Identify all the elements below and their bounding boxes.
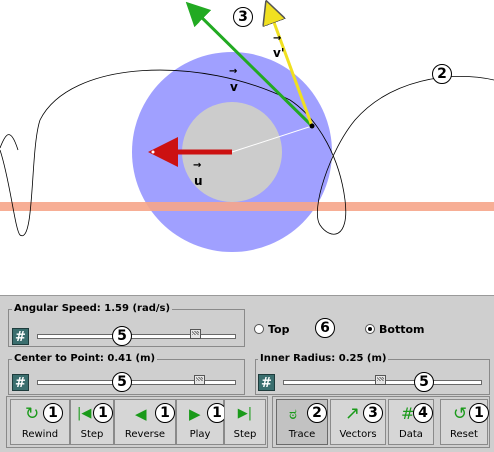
reverse-label: Reverse [124, 429, 166, 440]
v-prime-label: v' [273, 46, 285, 60]
inner-radius-slider-thumb[interactable] [375, 375, 386, 385]
badge-center-to-point: 5 [112, 372, 132, 392]
angular-speed-slider-track[interactable] [37, 334, 236, 339]
inner-radius-value-button[interactable]: # [258, 374, 275, 391]
data-label: Data [399, 429, 423, 440]
control-panel: Angular Speed: 1.59 (rad/s) # 5 Top 6 Bo… [0, 295, 494, 452]
badge-trace-annotation: 2 [432, 64, 452, 84]
vectors-toggle-button[interactable]: ↗ 3 Vectors [330, 399, 386, 445]
step-forward-icon: ▶| [237, 406, 253, 421]
trace-curve-left-loop [0, 134, 19, 151]
v-prime-label-arrow: → [273, 33, 282, 44]
u-label: u [194, 174, 203, 188]
badge-rewind: 1 [43, 403, 63, 423]
playback-group [6, 396, 268, 448]
rewind-button[interactable]: ↻ 1 Rewind [10, 399, 70, 445]
badge-inner-radius: 5 [414, 372, 434, 392]
badge-trace: 2 [307, 403, 327, 423]
vectors-label: Vectors [339, 429, 377, 440]
v-label: v [230, 80, 238, 94]
center-to-point-slider-track[interactable] [37, 380, 236, 385]
data-toggle-button[interactable]: # 4 Data [388, 399, 434, 445]
rewind-icon: ↻ [25, 404, 40, 424]
radio-top-indicator[interactable] [254, 324, 264, 334]
step-back-button[interactable]: |◀ 1 Step [70, 399, 114, 445]
trace-icon: ಠ [289, 405, 297, 423]
simulation-svg [0, 0, 494, 252]
velocity-v-arrow [185, 1, 314, 128]
step-back-label: Step [80, 429, 104, 440]
badge-vectors-annotation: 3 [233, 7, 253, 27]
play-icon: ▶ [189, 405, 201, 423]
badge-data: 4 [413, 403, 433, 423]
step-back-icon: |◀ [77, 406, 92, 421]
angular-speed-label: Angular Speed: 1.59 (rad/s) [12, 303, 173, 315]
inner-radius-label: Inner Radius: 0.25 (m) [258, 353, 389, 365]
trace-curve [0, 69, 494, 236]
badge-vectors: 3 [363, 403, 383, 423]
radio-top-label: Top [268, 323, 290, 336]
step-forward-label: Step [233, 429, 257, 440]
reset-icon: ↺ [453, 404, 468, 424]
radio-bottom-label: Bottom [379, 323, 425, 336]
radio-bottom-indicator[interactable] [365, 324, 375, 334]
badge-reset: 1 [469, 403, 489, 423]
reverse-button[interactable]: ◀ 1 Reverse [114, 399, 176, 445]
badge-angular-speed: 5 [112, 326, 132, 346]
toggles-group [272, 396, 490, 448]
rewind-label: Rewind [21, 429, 59, 440]
simulation-canvas[interactable]: → v → v' → u 3 2 [0, 0, 494, 295]
angular-speed-slider-thumb[interactable] [190, 329, 201, 339]
tracked-point[interactable] [309, 123, 315, 129]
u-arrow-tip [151, 150, 155, 154]
u-label-arrow: → [193, 160, 202, 171]
step-forward-button[interactable]: ▶| Step [224, 399, 266, 445]
ground-line [0, 202, 494, 211]
badge-step-back: 1 [93, 403, 113, 423]
center-to-point-label: Center to Point: 0.41 (m) [12, 353, 158, 365]
reset-label: Reset [450, 429, 478, 440]
center-to-point-slider-thumb[interactable] [194, 375, 205, 385]
trace-toggle-button[interactable]: ಠ 2 Trace [276, 399, 328, 445]
vectors-icon: ↗ [345, 403, 361, 424]
v-label-arrow: → [229, 66, 238, 77]
data-icon: # [401, 404, 415, 423]
radio-top[interactable]: Top [254, 323, 289, 336]
angular-speed-value-button[interactable]: # [12, 328, 29, 345]
center-to-point-value-button[interactable]: # [12, 374, 29, 391]
reverse-icon: ◀ [135, 405, 147, 423]
badge-view: 6 [315, 318, 335, 338]
radius-line [231, 125, 313, 153]
play-label: Play [189, 429, 211, 440]
reset-button[interactable]: ↺ 1 Reset [440, 399, 489, 445]
badge-reverse: 1 [155, 403, 175, 423]
trace-label: Trace [288, 429, 316, 440]
velocity-v-prime-arrow [268, 6, 314, 127]
play-button[interactable]: ▶ 1 Play [176, 399, 227, 445]
radio-bottom[interactable]: Bottom [365, 323, 424, 336]
